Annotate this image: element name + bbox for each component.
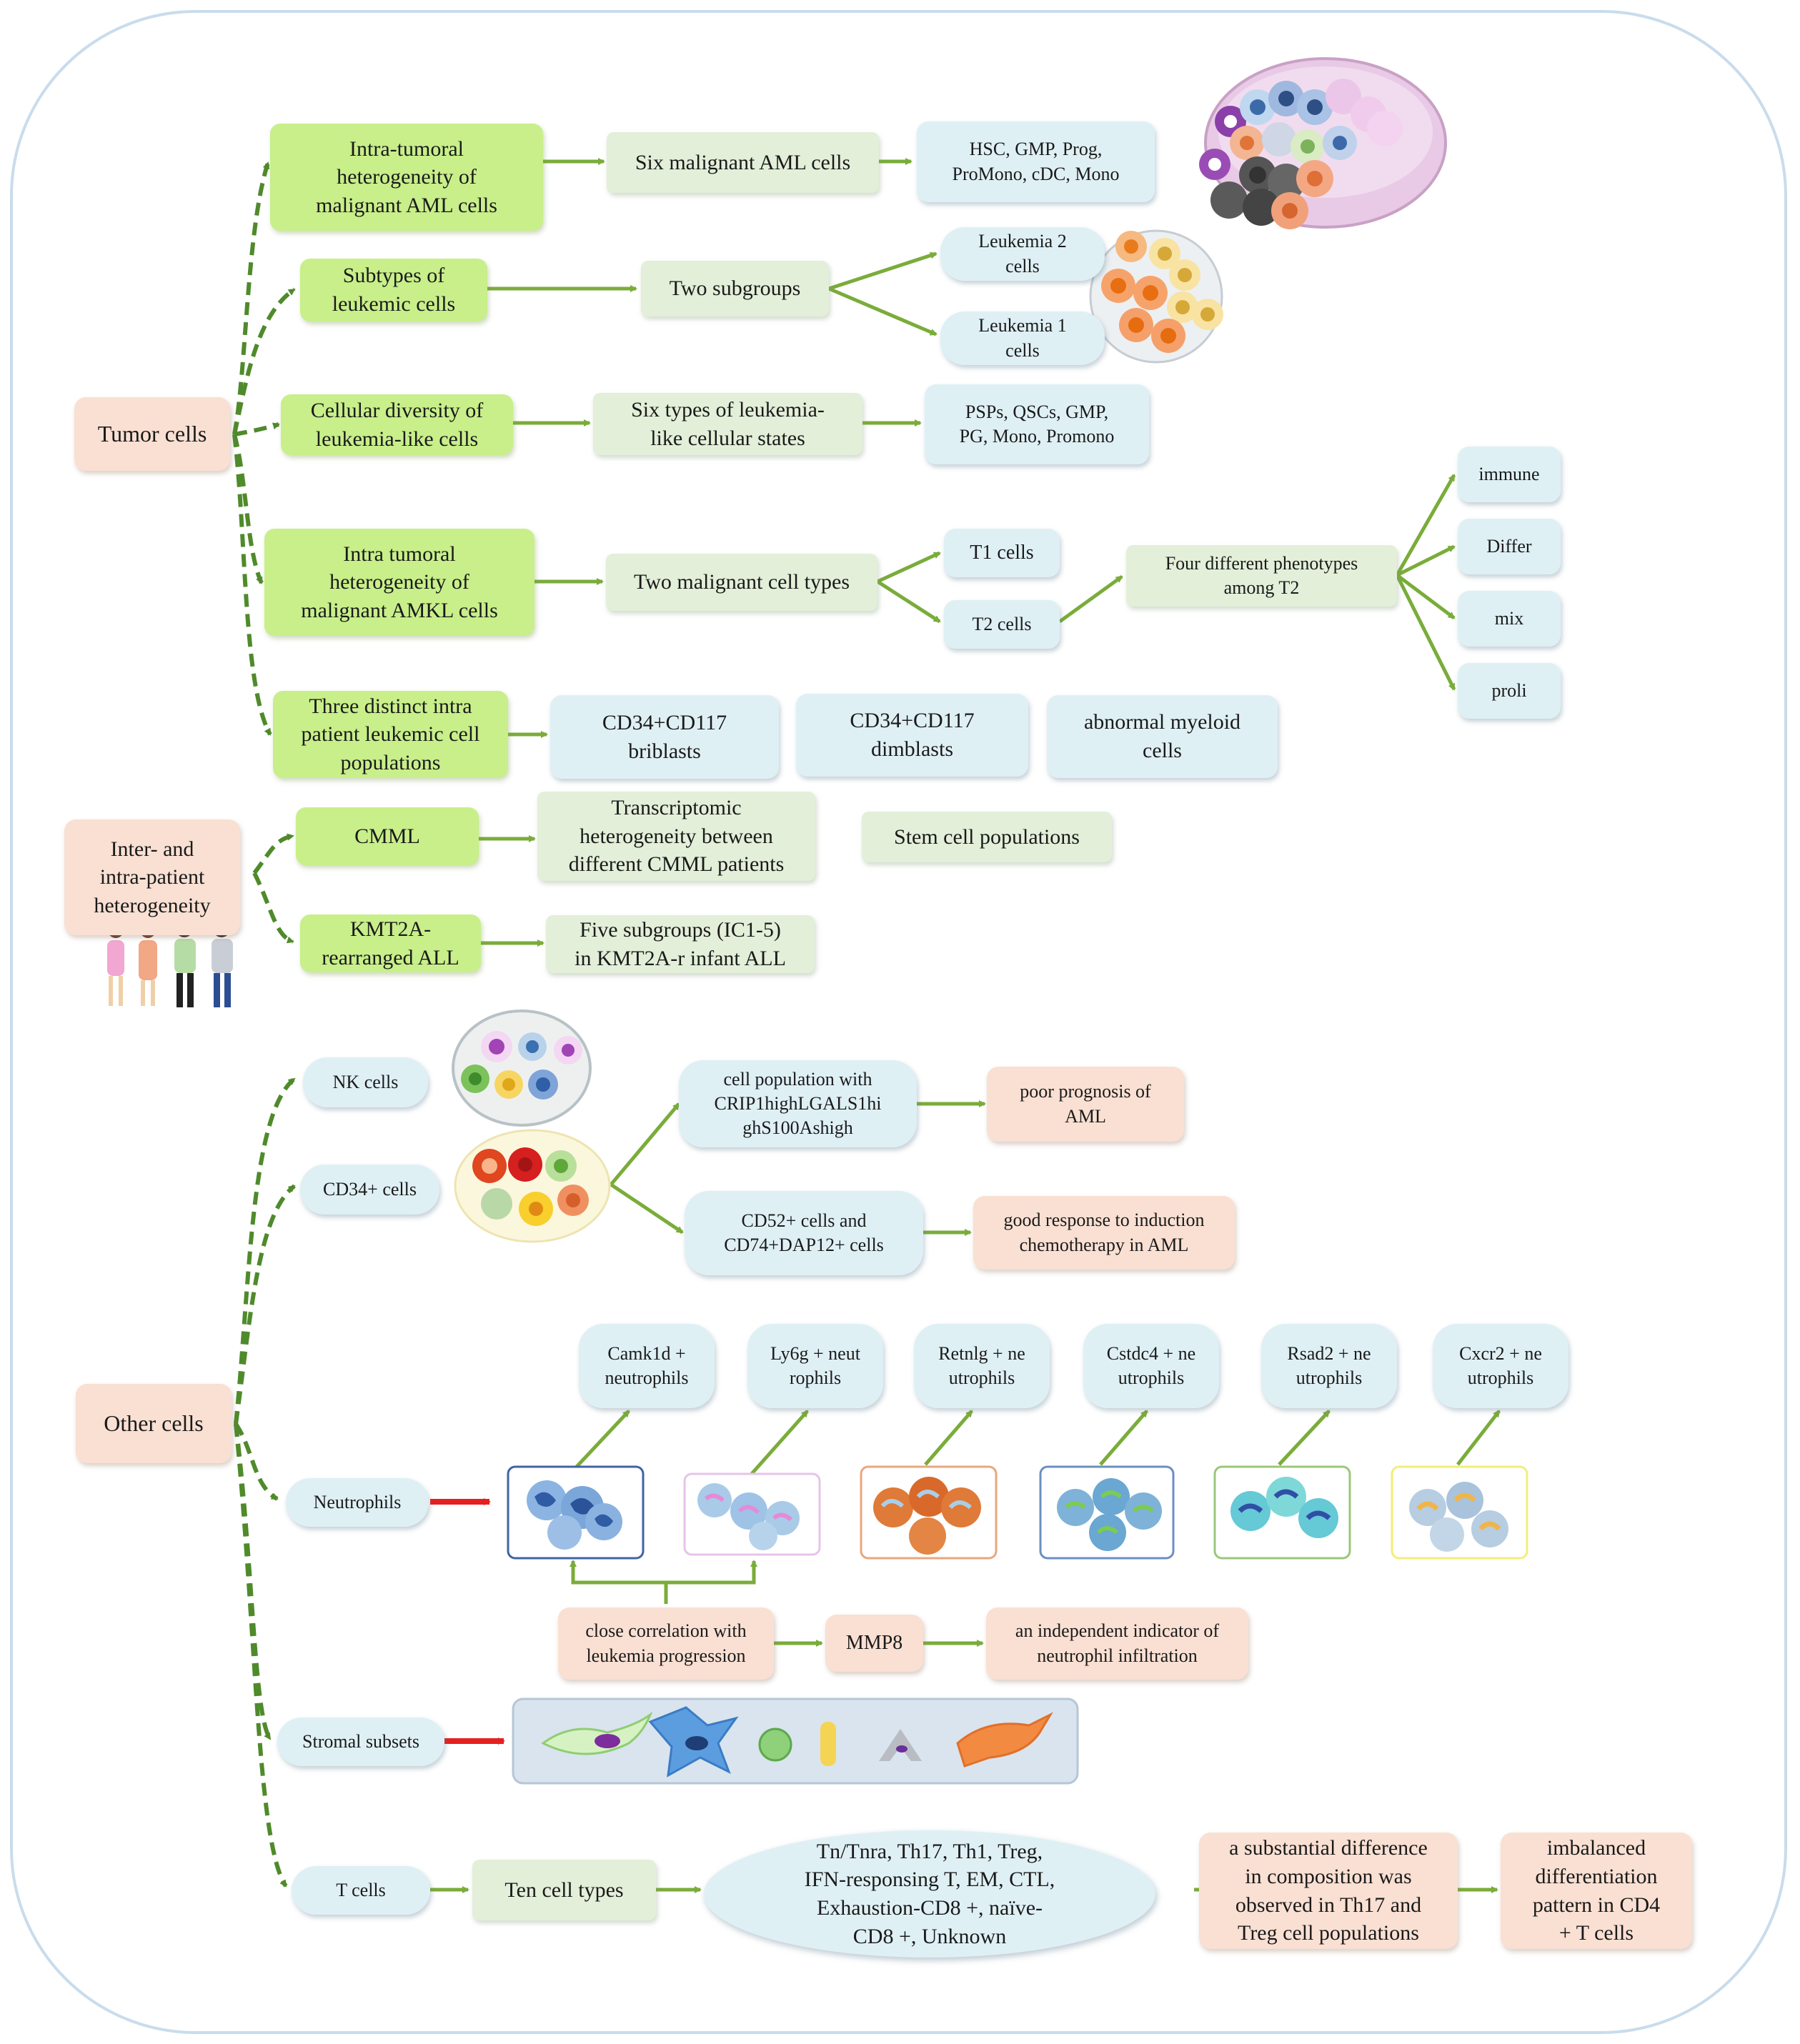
six-aml-cells-node: Six malignant AML cells bbox=[607, 132, 879, 193]
arrow-pic4-type4 bbox=[1099, 1410, 1148, 1466]
cmml-node: CMML bbox=[296, 807, 479, 865]
th17-treg-difference-node: a substantial difference in composition … bbox=[1199, 1833, 1458, 1949]
three-populations-node: Three distinct intra patient leukemic ce… bbox=[273, 691, 508, 778]
link-tumor-three bbox=[232, 434, 272, 736]
tumor-cells-root: Tumor cells bbox=[74, 397, 230, 471]
nk-cells-dish-picture bbox=[452, 1009, 592, 1127]
aml-cell-types-node: HSC, GMP, Prog, ProMono, cDC, Mono bbox=[917, 121, 1155, 202]
phenotype-mix: mix bbox=[1458, 591, 1561, 647]
arrow-two-t1 bbox=[876, 551, 941, 584]
phenotype-immune: immune bbox=[1458, 447, 1561, 502]
five-subgroups-node: Five subgroups (IC1-5) in KMT2A-r infant… bbox=[546, 915, 815, 973]
arrow-two-leuk2 bbox=[828, 251, 938, 291]
link-inter-cmml bbox=[252, 833, 294, 874]
neutrophil-type-rsad2: Rsad2 + ne utrophils bbox=[1261, 1324, 1397, 1408]
cd34-cells-dish-picture bbox=[454, 1129, 611, 1243]
kmt2a-node: KMT2A- rearranged ALL bbox=[300, 914, 481, 972]
arrow-corr-pic2 bbox=[666, 1560, 757, 1585]
aml-cells-dish-picture bbox=[1199, 57, 1447, 229]
neutrophil-picture-5 bbox=[1213, 1465, 1351, 1560]
neutrophil-picture-1 bbox=[507, 1465, 645, 1560]
leukemia-1-node: Leukemia 1 cells bbox=[940, 311, 1105, 365]
aml-heterogeneity-node: Intra-tumoral heterogeneity of malignant… bbox=[270, 124, 543, 231]
subtypes-node: Subtypes of leukemic cells bbox=[300, 259, 487, 321]
arrow-pic5-type5 bbox=[1278, 1410, 1331, 1466]
arrow-four-differ bbox=[1396, 544, 1456, 577]
t-cells-node: T cells bbox=[292, 1866, 430, 1915]
arrow-two-t2 bbox=[876, 579, 941, 624]
cmml-heterogeneity-node: Transcriptomic heterogeneity between dif… bbox=[537, 792, 815, 881]
link-tumor-diversity bbox=[234, 422, 280, 437]
arrow-four-proli bbox=[1395, 574, 1456, 691]
arrow-two-leuk1 bbox=[828, 286, 938, 336]
link-other-tcells bbox=[234, 1423, 288, 1888]
arrow-corr-pic1 bbox=[570, 1560, 668, 1604]
link-other-cd34 bbox=[234, 1184, 296, 1425]
rounded-frame bbox=[10, 10, 1787, 2034]
neutrophil-picture-3 bbox=[860, 1465, 998, 1560]
arrow-four-mix bbox=[1396, 574, 1456, 619]
poor-prognosis-node: poor prognosis of AML bbox=[987, 1067, 1184, 1142]
link-inter-kmt2a bbox=[252, 872, 294, 944]
diversity-node: Cellular diversity of leukemia-like cell… bbox=[281, 394, 513, 455]
stem-cell-populations-node: Stem cell populations bbox=[862, 812, 1112, 862]
nk-cells-node: NK cells bbox=[303, 1057, 428, 1107]
neutrophil-picture-4 bbox=[1039, 1465, 1175, 1560]
independent-indicator-node: an independent indicator of neutrophil i… bbox=[986, 1607, 1248, 1680]
neutrophil-type-cxcr2: Cxcr2 + ne utrophils bbox=[1433, 1324, 1568, 1408]
phenotype-differ: Differ bbox=[1458, 519, 1561, 574]
briblasts-node: CD34+CD117 briblasts bbox=[550, 695, 779, 779]
stromal-subsets-picture bbox=[512, 1697, 1079, 1785]
cd34-cells-node: CD34+ cells bbox=[300, 1165, 439, 1215]
neutrophil-type-cstdc4: Cstdc4 + ne utrophils bbox=[1083, 1324, 1219, 1408]
amkl-heterogeneity-node: Intra tumoral heterogeneity of malignant… bbox=[264, 529, 534, 636]
mmp8-node: MMP8 bbox=[825, 1615, 923, 1672]
t-cell-types-list-node: Tn/Tnra, Th17, Th1, Treg, IFN-responsing… bbox=[704, 1830, 1155, 1958]
t1-cells-node: T1 cells bbox=[944, 529, 1060, 577]
arrow-cd34-crip bbox=[610, 1102, 680, 1186]
arrow-pic2-type2 bbox=[749, 1410, 809, 1477]
link-tumor-aml bbox=[232, 161, 270, 435]
states-list-node: PSPs, QSCs, GMP, PG, Mono, Promono bbox=[925, 384, 1149, 464]
ten-cell-types-node: Ten cell types bbox=[472, 1860, 656, 1920]
arrow-pic3-type3 bbox=[924, 1410, 973, 1466]
two-subgroups-node: Two subgroups bbox=[641, 261, 829, 316]
arrow-four-immune bbox=[1395, 474, 1456, 577]
neutrophil-picture-6 bbox=[1391, 1465, 1528, 1560]
neutrophil-type-retnlg: Retnlg + ne utrophils bbox=[914, 1324, 1050, 1408]
dimblasts-node: CD34+CD117 dimblasts bbox=[796, 694, 1028, 777]
neutrophils-node: Neutrophils bbox=[286, 1478, 429, 1527]
two-malignant-node: Two malignant cell types bbox=[606, 554, 877, 611]
neutrophil-type-camk1d: Camk1d + neutrophils bbox=[579, 1324, 715, 1408]
t2-cells-node: T2 cells bbox=[944, 600, 1060, 649]
close-correlation-node: close correlation with leukemia progress… bbox=[558, 1607, 774, 1680]
leukemia-cells-dish-picture bbox=[1089, 229, 1223, 364]
neutrophil-picture-2 bbox=[683, 1472, 821, 1556]
stromal-subsets-node: Stromal subsets bbox=[277, 1718, 444, 1766]
link-tumor-subtypes bbox=[232, 287, 296, 435]
arrow-t2-four bbox=[1058, 574, 1123, 624]
six-states-node: Six types of leukemia- like cellular sta… bbox=[593, 393, 862, 455]
arrow-pic1-type1 bbox=[574, 1410, 630, 1470]
abnormal-myeloid-node: abnormal myeloid cells bbox=[1047, 695, 1278, 778]
link-other-nk bbox=[234, 1077, 296, 1425]
link-other-neut bbox=[234, 1422, 279, 1501]
crip-population-node: cell population with CRIP1highLGALS1hi g… bbox=[679, 1060, 917, 1147]
four-phenotypes-node: Four different phenotypes among T2 bbox=[1126, 545, 1397, 607]
phenotype-proli: proli bbox=[1458, 663, 1561, 719]
other-cells-root: Other cells bbox=[76, 1384, 232, 1463]
inter-intra-patient-root: Inter- and intra-patient heterogeneity bbox=[64, 819, 240, 935]
good-response-node: good response to induction chemotherapy … bbox=[973, 1196, 1235, 1270]
imbalanced-differentiation-node: imbalanced differentiation pattern in CD… bbox=[1501, 1833, 1692, 1949]
leukemia-2-node: Leukemia 2 cells bbox=[940, 227, 1105, 281]
arrow-pic6-type6 bbox=[1456, 1410, 1501, 1466]
neutrophil-type-ly6g: Ly6g + neut rophils bbox=[747, 1324, 883, 1408]
arrow-cd34-cd52 bbox=[610, 1182, 684, 1235]
cd52-cells-node: CD52+ cells and CD74+DAP12+ cells bbox=[685, 1191, 923, 1275]
